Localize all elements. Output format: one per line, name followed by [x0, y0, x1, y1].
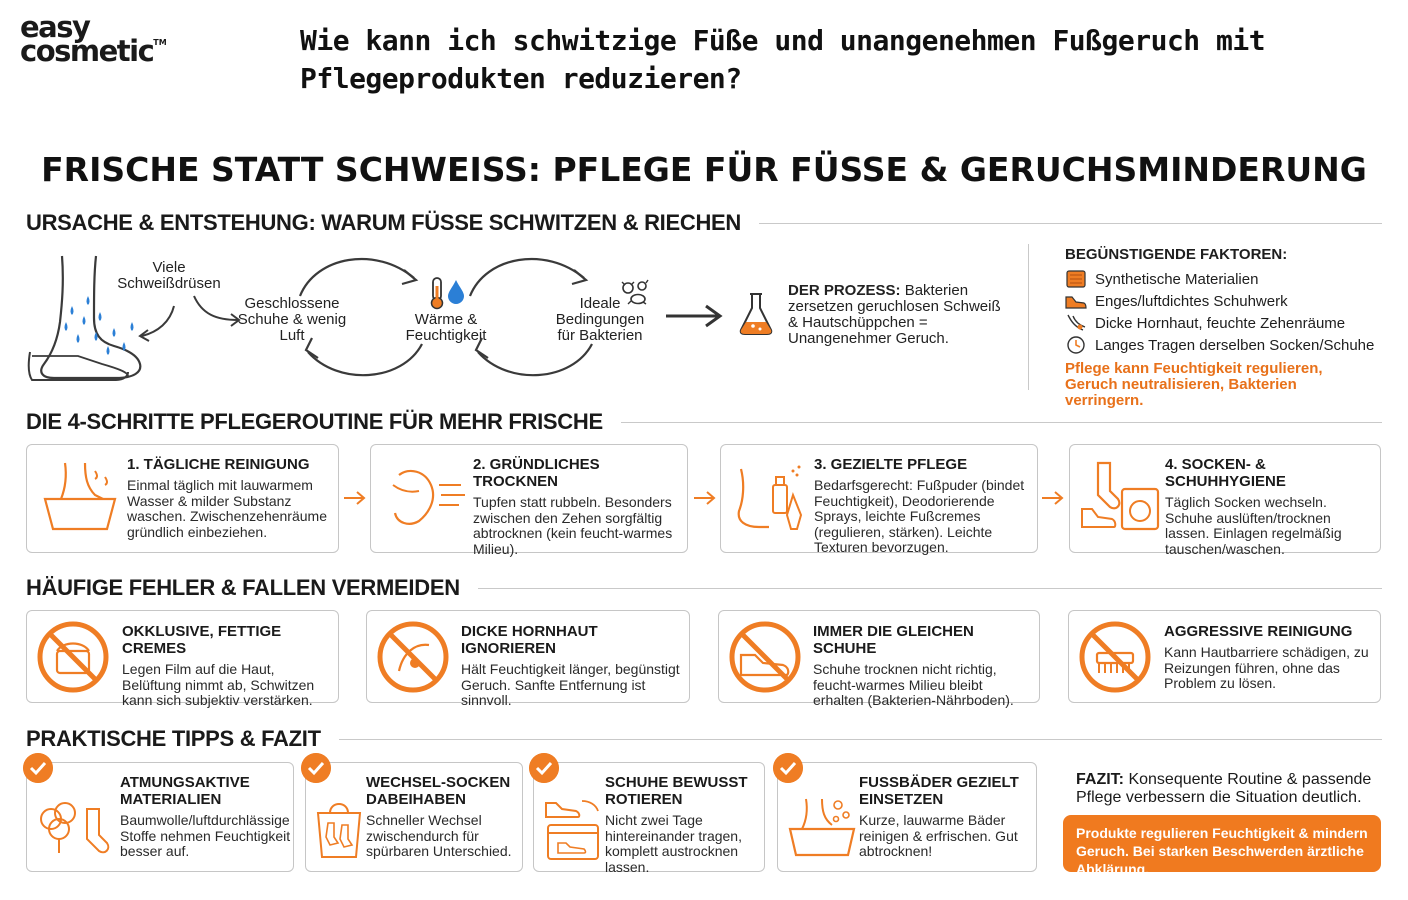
mistake-card: AGGRESSIVE REINIGUNG Kann Hautbarriere s…: [1068, 610, 1381, 703]
foot-dry-icon: [392, 469, 465, 525]
mistake-card: IMMER DIE GLEICHEN SCHUHE Schuhe trockne…: [718, 610, 1040, 708]
step-title: 4. SOCKEN- & SCHUHHYGIENE: [1165, 456, 1286, 490]
clock-icon: [1067, 336, 1085, 354]
glands-label: Viele Schweißdrüsen: [117, 259, 221, 292]
mistake-title: DICKE HORNHAUT IGNORIEREN: [461, 623, 598, 657]
mistake-text: Kann Hautbarriere schädigen, zu Reizunge…: [1164, 644, 1369, 691]
tip-title: ATMUNGSAKTIVE MATERIALIEN: [120, 774, 250, 808]
factor-item: Enges/luftdichtes Schuhwerk: [1065, 290, 1378, 312]
process-text: DER PROZESS: Bakterien zersetzen geruchl…: [788, 282, 1001, 347]
tip-card: FUSSBÄDER GEZIELT EINSETZEN Kurze, lauwa…: [777, 762, 1037, 872]
step-text: Einmal täglich mit lauwarmem Wasser & mi…: [127, 477, 327, 540]
logo-line-1: easy: [20, 10, 91, 44]
shoe-icon: [1065, 296, 1087, 309]
mistake-card: OKKLUSIVE, FETTIGE CREMES Legen Film auf…: [26, 610, 339, 708]
mistake-text: Schuhe trocknen nicht richtig, feucht-wa…: [813, 661, 1014, 708]
factors-note: Pflege kann Feuchtigkeit regulieren, Ger…: [1065, 360, 1323, 409]
logo-line-2: cosmeticTM: [20, 33, 167, 68]
water-drop-icon: [448, 280, 464, 304]
arrow-right-icon: [694, 491, 716, 505]
flask-icon: [739, 293, 773, 335]
bacteria-label: Ideale Bedingungen für Bakterien: [555, 295, 645, 344]
question-heading: Wie kann ich schwitzige Füße und unangen…: [300, 24, 1266, 95]
brand-logo: easy cosmeticTM: [20, 10, 180, 68]
mistake-text: Hält Feuchtigkeit länger, begünstigt Ger…: [461, 661, 680, 708]
step-title: 1. TÄGLICHE REINIGUNG: [127, 456, 310, 473]
section-routine-heading: DIE 4-SCHRITTE PFLEGEROUTINE FÜR MEHR FR…: [26, 409, 1382, 435]
section-cause-heading: URSACHE & ENTSTEHUNG: WARUM FÜSSE SCHWIT…: [26, 210, 1382, 236]
factors-heading: BEGÜNSTIGENDE FAKTOREN:: [1065, 246, 1288, 263]
step-text: Tupfen statt rubbeln. Besonders zwischen…: [473, 494, 673, 557]
factors-panel: BEGÜNSTIGENDE FAKTOREN: Synthetische Mat…: [1028, 244, 1378, 409]
tip-text: Kurze, lauwarme Bäder reinigen & erfrisc…: [859, 812, 1018, 859]
arrow-right-icon: [344, 491, 366, 505]
no-callus-icon: [377, 621, 449, 693]
routine-step-card: 3. GEZIELTE PFLEGE Bedarfsgerecht: Fußpu…: [720, 444, 1038, 555]
routine-step-card: 2. GRÜNDLICHES TROCKNEN Tupfen statt rub…: [370, 444, 688, 556]
tip-card: WECHSEL-SOCKEN DABEIHABEN Schneller Wech…: [305, 762, 523, 872]
shoes-label: Geschlossene Schuhe & wenig Luft: [237, 295, 347, 344]
fazit-highlight-box: Produkte regulieren Feuchtigkeit & minde…: [1063, 815, 1381, 877]
foot-sweat-icon: [27, 255, 175, 381]
mistake-title: IMMER DIE GLEICHEN SCHUHE: [813, 623, 974, 657]
step-text: Bedarfsgerecht: Fußpuder (bindet Feuchti…: [814, 477, 1025, 555]
bag-socks-icon: [316, 803, 362, 858]
arrow-right-icon: [1042, 491, 1064, 505]
cycle-arrows-left-icon: [298, 257, 423, 377]
section-mistakes-heading: HÄUFIGE FEHLER & FALLEN VERMEIDEN: [26, 575, 1382, 601]
no-shoe-icon: [729, 621, 801, 693]
no-brush-icon: [1079, 621, 1151, 693]
warmth-label: Wärme & Feuchtigkeit: [405, 311, 487, 344]
tip-text: Nicht zwei Tage hintereinander tragen, k…: [605, 812, 742, 875]
no-cream-icon: [37, 621, 109, 693]
mistake-text: Legen Film auf die Haut, Belüftung nimmt…: [122, 661, 315, 708]
fabric-icon: [1066, 270, 1086, 288]
check-icon: [23, 753, 53, 783]
arrow-to-shoes-icon: [193, 295, 241, 327]
check-icon: [301, 753, 331, 783]
bacteria-icon: [621, 279, 649, 305]
mistake-card: DICKE HORNHAUT IGNORIEREN Hält Feuchtigk…: [366, 610, 690, 708]
check-icon: [773, 753, 803, 783]
sock-washer-icon: [1081, 461, 1160, 531]
factor-item: Synthetische Materialien: [1065, 268, 1378, 290]
step-title: 2. GRÜNDLICHES TROCKNEN: [473, 456, 600, 490]
foot-spray-icon: [737, 465, 803, 530]
mistake-title: AGGRESSIVE REINIGUNG: [1164, 623, 1353, 640]
calendar-shoe-icon: [545, 800, 599, 860]
thermometer-icon: [430, 277, 444, 310]
main-title: FRISCHE STATT SCHWEISS: PFLEGE FÜR FÜSSE…: [41, 150, 1367, 189]
check-icon: [529, 753, 559, 783]
tip-card: SCHUHE BEWUSST ROTIEREN Nicht zwei Tage …: [533, 762, 765, 875]
factor-item: Dicke Hornhaut, feuchte Zehenräume: [1065, 312, 1378, 334]
tip-title: FUSSBÄDER GEZIELT EINSETZEN: [859, 774, 1019, 808]
tip-card: ATMUNGSAKTIVE MATERIALIEN Baumwolle/luft…: [26, 762, 294, 872]
tip-text: Baumwolle/luftdurchlässige Stoffe nehmen…: [120, 812, 291, 859]
fazit-text: FAZIT: Konsequente Routine & passende Pf…: [1076, 771, 1372, 806]
tip-title: WECHSEL-SOCKEN DABEIHABEN: [366, 774, 511, 808]
step-title: 3. GEZIELTE PFLEGE: [814, 456, 968, 473]
foot-bath-bubbles-icon: [788, 798, 856, 857]
routine-step-card: 1. TÄGLICHE REINIGUNG Einmal täglich mit…: [26, 444, 339, 553]
cotton-sock-icon: [40, 802, 110, 854]
tip-text: Schneller Wechsel zwischendurch für spür…: [366, 812, 512, 859]
cycle-arrows-right-icon: [468, 257, 593, 377]
callus-foot-icon: [1067, 314, 1086, 331]
tip-title: SCHUHE BEWUSST ROTIEREN: [605, 774, 748, 808]
routine-step-card: 4. SOCKEN- & SCHUHHYGIENE Täglich Socken…: [1069, 444, 1381, 556]
mistake-title: OKKLUSIVE, FETTIGE CREMES: [122, 623, 282, 657]
step-text: Täglich Socken wechseln. Schuhe auslüfte…: [1165, 494, 1342, 557]
arrow-to-process-icon: [666, 304, 723, 328]
section-tips-heading: PRAKTISCHE TIPPS & FAZIT: [26, 726, 1382, 752]
factor-item: Langes Tragen derselben Socken/Schuhe: [1065, 334, 1378, 356]
foot-bath-icon: [43, 462, 117, 531]
